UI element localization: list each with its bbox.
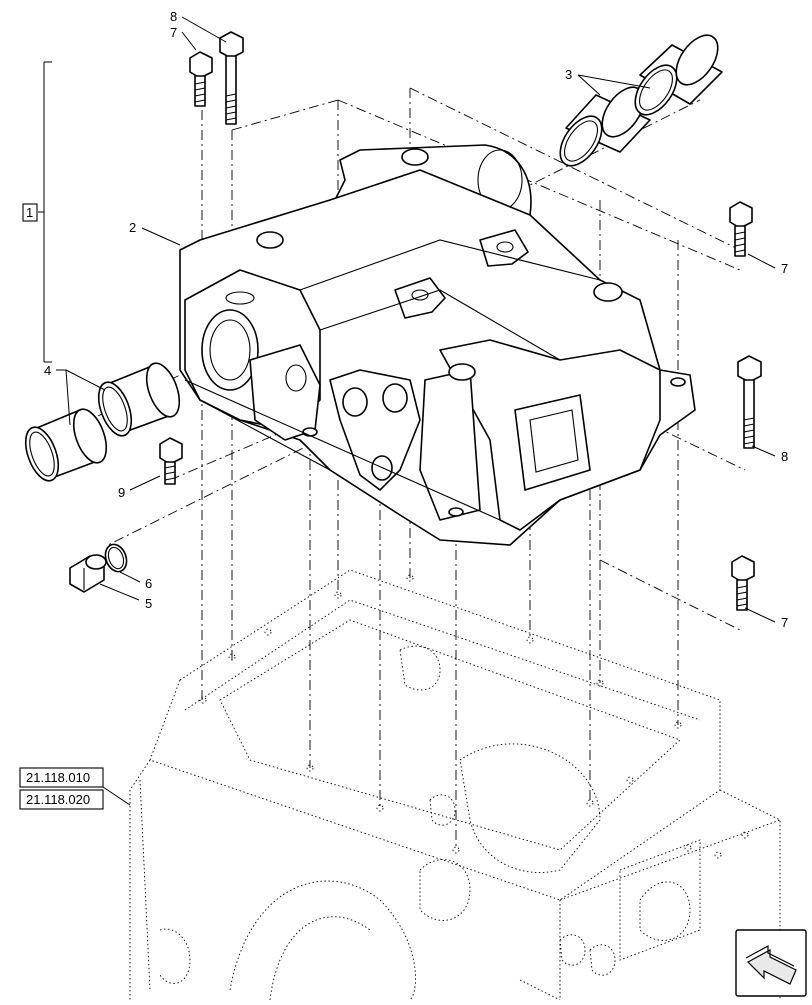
bolt-long-right bbox=[737, 355, 762, 449]
seal-ring bbox=[104, 543, 128, 573]
callout-6: 6 bbox=[145, 576, 152, 591]
callouts: 8 7 3 2 4 9 6 5 7 8 7 1 bbox=[22, 9, 788, 630]
bolt-short-right-lower bbox=[731, 555, 755, 611]
callout-1-box bbox=[22, 203, 38, 222]
bolt-short-top bbox=[189, 51, 213, 107]
callout-4: 4 bbox=[44, 363, 51, 378]
callout-9: 9 bbox=[118, 485, 125, 500]
bolt-long-top bbox=[219, 31, 244, 125]
callout-1: 1 bbox=[26, 205, 33, 220]
bolt-short-left bbox=[159, 437, 183, 485]
reference-text-1[interactable]: 21.118.010 bbox=[26, 770, 90, 785]
lift-cover-housing bbox=[179, 144, 696, 546]
bushing-pair-top bbox=[559, 34, 723, 167]
callout-3: 3 bbox=[565, 67, 572, 82]
bolt-short-right-upper bbox=[729, 201, 753, 257]
bushing-pair-left bbox=[24, 362, 181, 482]
drain-plug bbox=[69, 554, 107, 593]
callout-2: 2 bbox=[129, 220, 136, 235]
callout-7-right-upper: 7 bbox=[781, 261, 788, 276]
reference-links[interactable]: 21.118.010 21.118.020 bbox=[19, 767, 104, 810]
leader-lines bbox=[38, 16, 776, 806]
callout-8-top: 8 bbox=[170, 9, 177, 24]
callout-7-right-lower: 7 bbox=[781, 615, 788, 630]
arrow-left-icon[interactable] bbox=[735, 929, 807, 997]
reference-text-2[interactable]: 21.118.020 bbox=[26, 792, 90, 807]
callout-5: 5 bbox=[145, 596, 152, 611]
reference-box-2[interactable] bbox=[19, 789, 104, 810]
callout-7-top: 7 bbox=[170, 25, 177, 40]
callout-8-right: 8 bbox=[781, 449, 788, 464]
transmission-housing bbox=[129, 569, 781, 1001]
reference-box-1[interactable] bbox=[19, 767, 104, 788]
